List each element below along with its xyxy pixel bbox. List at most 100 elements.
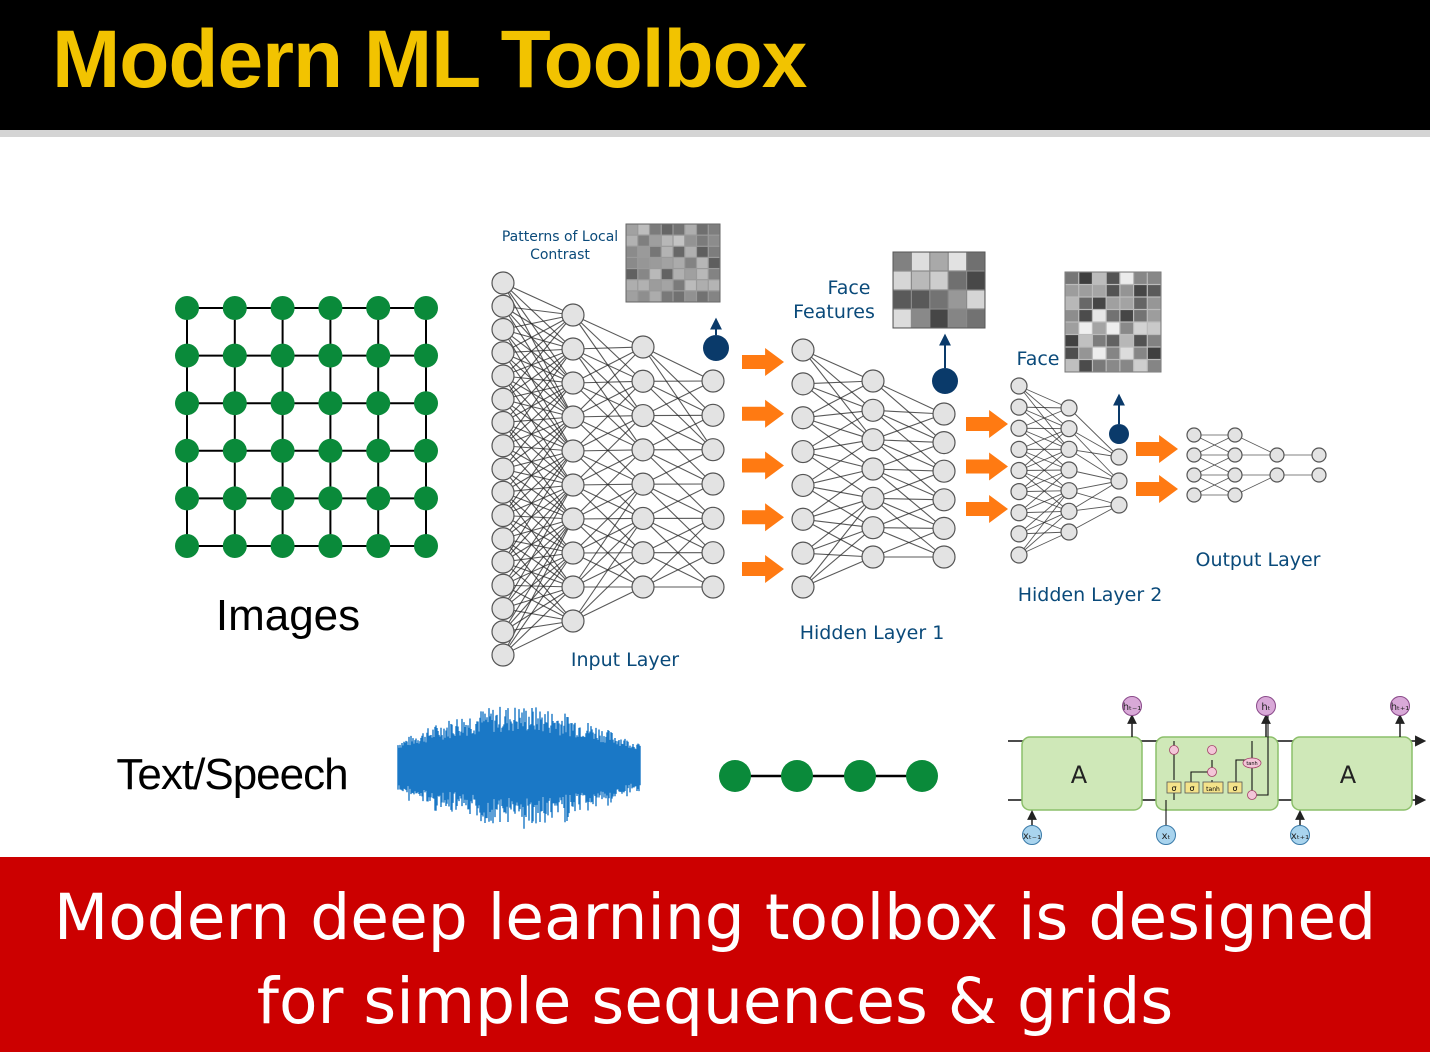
neuron <box>701 541 725 565</box>
network-edge <box>802 349 874 411</box>
network-edge <box>802 380 874 385</box>
thumbnail-tile <box>661 269 673 280</box>
input-gate-symbol: σ <box>1189 784 1194 793</box>
thumbnail-tile <box>967 252 985 271</box>
network-edge <box>1193 474 1236 496</box>
face-features-patches-image <box>892 251 986 329</box>
thumbnail-tile <box>1079 360 1092 372</box>
grid-node <box>414 534 438 558</box>
network-edge <box>1018 428 1070 450</box>
x-prev-label: xₜ₋₁ <box>1023 831 1041 842</box>
h-next-label: hₜ₊₁ <box>1391 702 1410 713</box>
grid-node <box>175 391 199 416</box>
network-edge <box>502 352 574 384</box>
thumbnail-tile <box>626 291 638 302</box>
neuron <box>491 550 515 574</box>
network-edge <box>502 484 574 609</box>
neuron <box>561 609 585 633</box>
network-edge <box>802 468 874 486</box>
network-edge <box>802 556 874 588</box>
grid-node <box>222 438 247 463</box>
network-edge <box>1018 448 1070 492</box>
network-edge <box>502 468 574 554</box>
thumbnail-tile <box>685 280 696 291</box>
thumbnail-tile <box>650 235 661 246</box>
neuron <box>491 317 515 342</box>
network-edge <box>502 282 574 418</box>
network-edge <box>572 552 644 622</box>
network-edge <box>502 282 574 384</box>
network-edge <box>802 497 874 520</box>
thumbnail-tile <box>661 291 673 302</box>
network-edge <box>1018 448 1070 471</box>
thumbnail-tile <box>1065 335 1079 347</box>
neuron <box>1060 399 1078 417</box>
network-edge <box>802 383 874 441</box>
neuron <box>791 473 815 498</box>
thumbnail-tile <box>1065 347 1079 359</box>
x-next-node <box>1290 825 1310 845</box>
grid-node <box>366 438 391 463</box>
thumbnail-tile <box>685 246 696 257</box>
thumbnail-tile <box>661 258 673 268</box>
network-edge <box>502 305 574 350</box>
network-edge <box>502 484 574 517</box>
network-edge <box>502 329 574 452</box>
footer-band <box>0 857 1430 1052</box>
thumbnail-tile <box>1120 322 1133 334</box>
lstm-cell-next <box>1291 736 1413 811</box>
network-edge <box>502 620 574 633</box>
thumbnail-tile <box>1065 272 1079 284</box>
thumbnail-tile <box>1065 322 1079 334</box>
network-edge <box>872 527 945 529</box>
neuron <box>1227 447 1243 463</box>
neuron <box>491 434 515 458</box>
grid-node <box>175 438 199 463</box>
thumbnail-tile <box>650 269 661 280</box>
network-edge <box>502 450 574 470</box>
thumbnail-tile <box>967 290 985 309</box>
neuron <box>791 439 815 464</box>
network-edge <box>1234 474 1278 496</box>
thumbnail-tile <box>638 280 649 291</box>
network-edge <box>572 483 644 554</box>
face-features-label-line2: Features <box>793 301 875 323</box>
network-edge <box>572 415 644 452</box>
h-next-node <box>1390 696 1410 716</box>
grid-node <box>222 391 247 416</box>
network-edge <box>502 352 574 418</box>
thumbnail-tile <box>650 291 661 302</box>
grid-node <box>270 391 295 416</box>
neuron <box>631 403 655 428</box>
chain-node <box>906 760 938 792</box>
network-edge <box>1068 504 1120 533</box>
network-edge <box>572 380 644 452</box>
thumbnail-tile <box>697 269 708 280</box>
network-edge <box>802 417 874 441</box>
network-edge <box>502 348 574 423</box>
network-edge <box>502 375 574 452</box>
neuron <box>561 303 585 327</box>
thumbnail-tile <box>708 224 720 235</box>
thumbnail-tile <box>1134 310 1147 322</box>
thumbnail-tile <box>912 252 930 271</box>
network-edge <box>802 409 874 419</box>
network-edge <box>502 382 574 400</box>
grid-node <box>318 438 343 463</box>
thumbnail-tile <box>1134 322 1147 334</box>
network-edge <box>502 561 574 622</box>
network-edge <box>572 449 644 520</box>
thumbnail-tile <box>1134 297 1147 309</box>
grid-node <box>222 534 247 558</box>
neuron <box>932 431 956 455</box>
thumbnail-tile <box>673 258 685 268</box>
neuron <box>701 438 725 462</box>
thumbnail-tile <box>685 291 696 302</box>
thumbnail-tile <box>685 224 696 235</box>
network-edge <box>872 527 945 558</box>
neuron <box>701 575 725 599</box>
neuron <box>631 472 655 496</box>
network-edge <box>1068 490 1120 506</box>
thumbnail-tile <box>708 269 720 280</box>
thumbnail-tile <box>1106 297 1120 309</box>
